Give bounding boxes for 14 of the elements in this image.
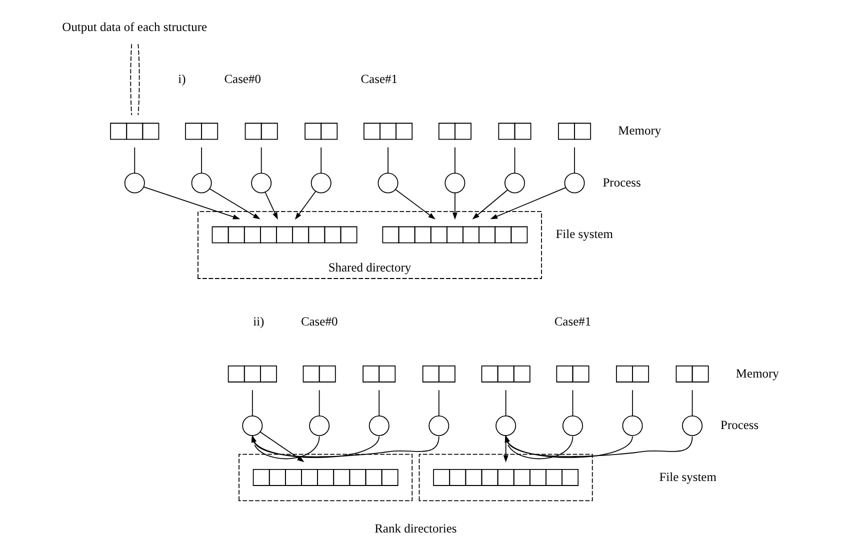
label: File system — [555, 227, 612, 242]
node-text: Output data of each structure — [62, 20, 207, 34]
label: i) — [178, 72, 186, 86]
label: Case#1 — [360, 72, 397, 86]
label: Memory — [735, 366, 778, 380]
label: Process — [720, 418, 758, 432]
label: Rank directories — [374, 522, 456, 536]
label: Case#0 — [300, 314, 338, 329]
label: ii) — [252, 314, 264, 329]
label: Memory — [618, 124, 661, 138]
label: Process — [602, 175, 640, 190]
label: Case#1 — [554, 314, 591, 329]
label: Case#0 — [224, 72, 260, 86]
label: File system — [658, 470, 716, 484]
